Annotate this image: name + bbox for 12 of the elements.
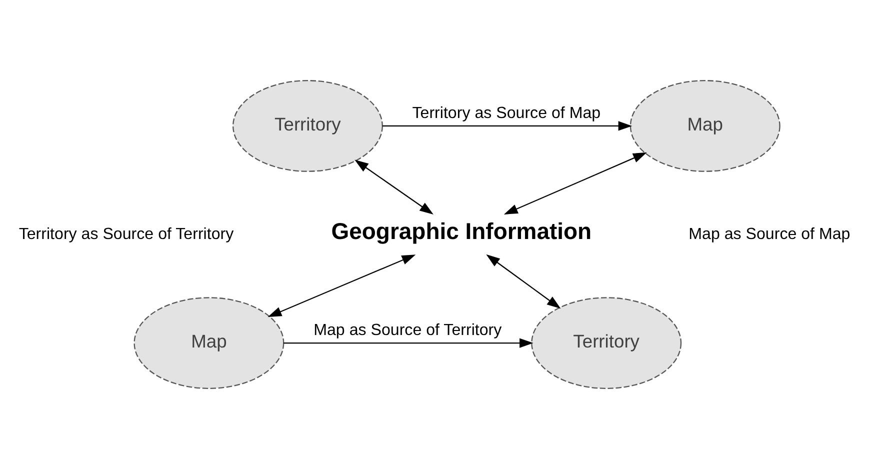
- arrow: [504, 152, 647, 214]
- edge-label: Map as Source of Territory: [314, 320, 502, 339]
- arrow: [486, 254, 561, 308]
- arrow: [354, 159, 434, 214]
- label: Territory as Source of Territory: [18, 224, 234, 242]
- edge-label: Territory as Source of Map: [412, 104, 601, 122]
- label: Map as Source of Map: [688, 224, 850, 242]
- node-ellipse: Map: [630, 80, 780, 172]
- arrow: [268, 254, 416, 317]
- arrow: [382, 120, 632, 130]
- node-text: Geographic Information: [331, 218, 592, 244]
- arrow: [284, 338, 534, 348]
